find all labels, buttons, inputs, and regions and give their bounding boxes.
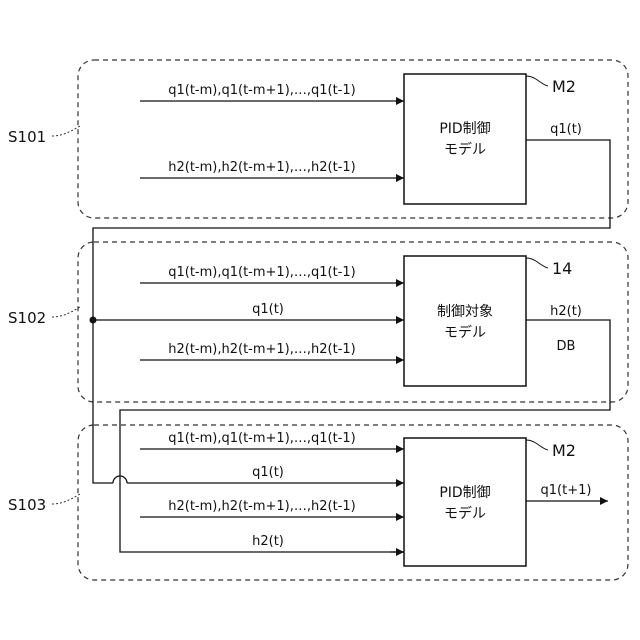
step-leader-s102 [52,307,80,317]
input-label-s103-h2-history: h2(t-m),h2(t-m+1),…,h2(t-1) [168,499,355,514]
input-label-s102-h2-history: h2(t-m),h2(t-m+1),…,h2(t-1) [168,342,355,357]
input-label-s101-h2-history: h2(t-m),h2(t-m+1),…,h2(t-1) [168,160,355,175]
output-label-s101: q1(t) [550,122,582,137]
input-label-s103-h2t: h2(t) [252,534,284,549]
block-title-s101: PID制御 [439,121,490,137]
step-leader-s103 [52,494,80,504]
step-label-s101: S101 [8,128,46,146]
block-subtitle-s101: モデル [444,141,486,158]
block-subtitle-s103: モデル [444,505,486,522]
input-label-s102-q1t: q1(t) [252,302,284,317]
ref-numeral-s103: M2 [552,441,576,460]
block-title-s102: 制御対象 [437,304,493,320]
ref-numeral-s102: 14 [552,259,572,278]
step-leader-s101 [52,126,80,136]
ref-leader-s101 [526,76,548,86]
input-label-s102-q1-history: q1(t-m),q1(t-m+1),…,q1(t-1) [168,265,356,280]
block-title-s103: PID制御 [439,485,490,501]
ref-leader-s103 [526,440,548,450]
step-label-s102: S102 [8,309,46,327]
block-subtitle-s102: モデル [444,324,486,341]
db-label: DB [557,339,576,354]
pid-control-block-s101 [404,74,526,204]
pid-control-block-s103 [404,438,526,566]
input-label-s103-q1-history: q1(t-m),q1(t-m+1),…,q1(t-1) [168,431,356,446]
output-label-s102: h2(t) [550,304,582,319]
controlled-object-block-s102 [404,256,526,386]
input-label-s103-q1t: q1(t) [252,465,284,480]
input-label-s101-q1-history: q1(t-m),q1(t-m+1),…,q1(t-1) [168,83,356,98]
ref-numeral-s101: M2 [552,77,576,96]
output-label-s103: q1(t+1) [541,483,592,498]
step-label-s103: S103 [8,496,46,514]
ref-leader-s102 [526,258,548,268]
